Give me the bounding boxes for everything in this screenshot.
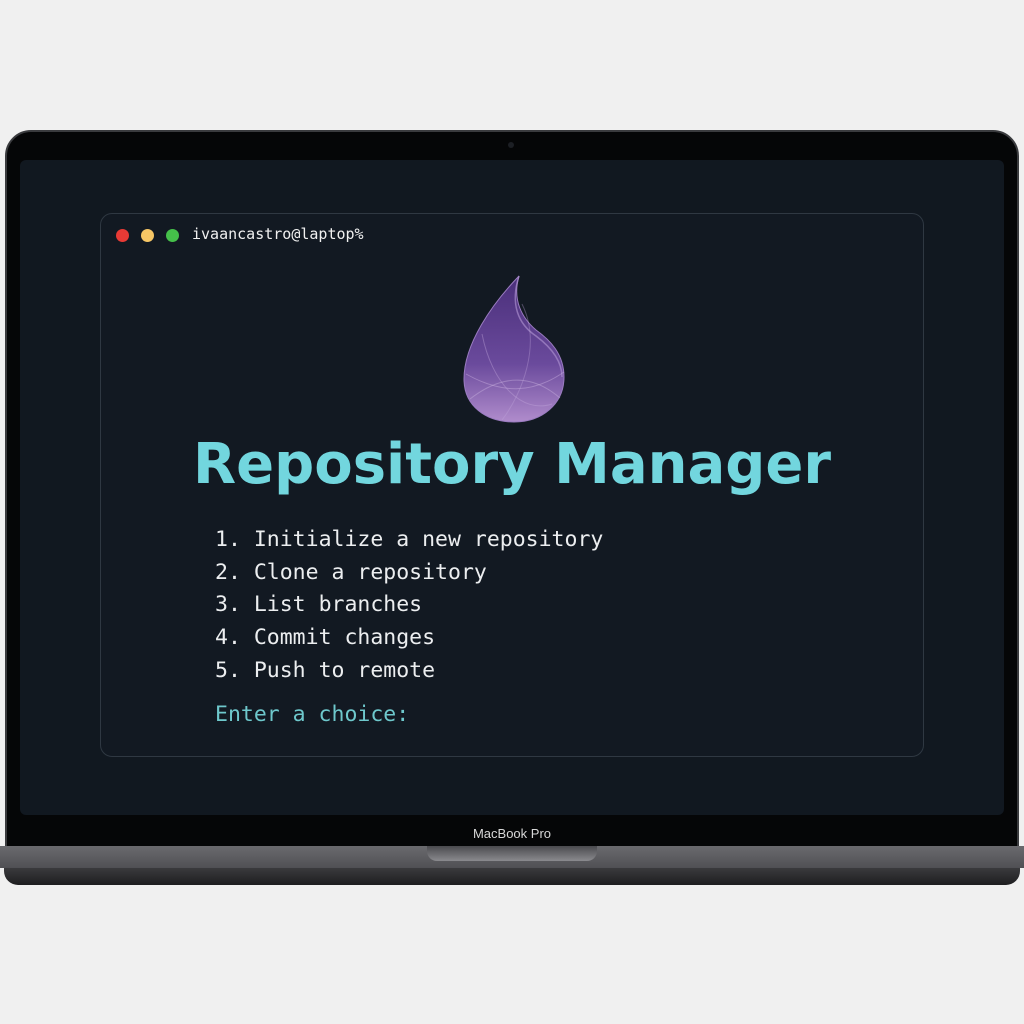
elixir-drop-icon — [463, 275, 565, 423]
menu-item-clone[interactable]: 2. Clone a repository — [215, 559, 603, 592]
menu-item-list-branches[interactable]: 3. List branches — [215, 591, 603, 624]
menu-number: 1. — [215, 527, 241, 552]
menu-item-push[interactable]: 5. Push to remote — [215, 657, 603, 690]
menu-label: Clone a repository — [253, 559, 487, 585]
menu-list: 1. Initialize a new repository 2. Clone … — [215, 526, 603, 689]
menu-label: Commit changes — [253, 625, 436, 651]
zoom-window-button[interactable] — [166, 229, 179, 242]
menu-number: 4. — [215, 625, 241, 651]
menu-item-initialize[interactable]: 1. Initialize a new repository — [215, 526, 603, 559]
menu-number: 5. — [215, 657, 241, 683]
lid-opening-notch — [427, 846, 597, 861]
choice-input-prompt[interactable]: Enter a choice: — [215, 702, 410, 727]
menu-number: 2. — [215, 559, 241, 585]
menu-label: Push to remote — [253, 657, 436, 683]
menu-item-commit[interactable]: 4. Commit changes — [215, 624, 603, 657]
close-window-button[interactable] — [116, 229, 129, 242]
menu-label: Initialize a new repository — [253, 527, 604, 552]
app-title: Repository Manager — [193, 432, 831, 497]
shell-prompt: ivaancastro@laptop% — [192, 225, 364, 243]
minimize-window-button[interactable] — [141, 229, 154, 242]
menu-number: 3. — [215, 592, 241, 618]
device-label: MacBook Pro — [472, 826, 552, 841]
laptop-base-bottom — [4, 868, 1020, 885]
camera-icon — [508, 142, 514, 148]
menu-label: List branches — [253, 592, 423, 618]
